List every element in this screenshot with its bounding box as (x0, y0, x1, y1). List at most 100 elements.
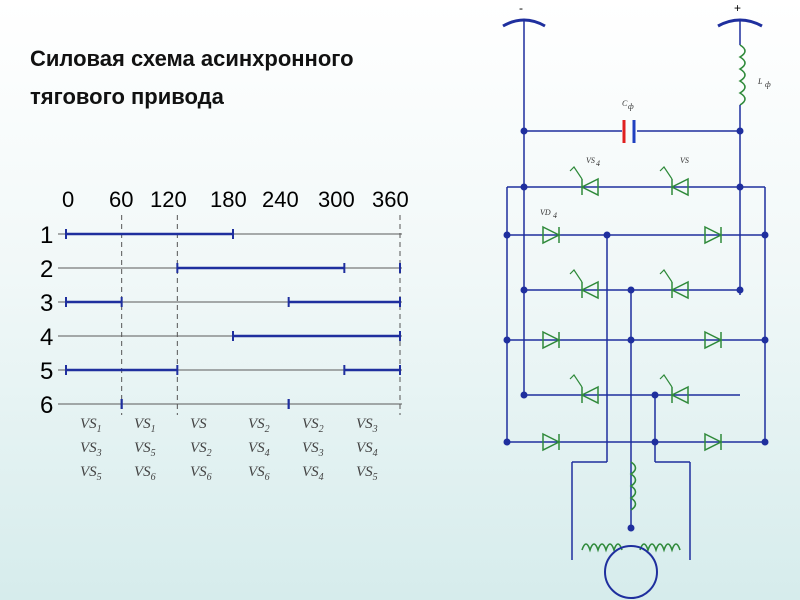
diode-triangle (704, 432, 723, 452)
thyristor-symbol (659, 374, 689, 405)
row-label: 6 (40, 392, 53, 419)
junction-node (603, 231, 611, 239)
plus-terminal-label: + (734, 1, 741, 15)
thyristor-gate (659, 166, 673, 180)
diode-symbol (704, 330, 723, 350)
diode-symbol (542, 225, 561, 245)
thyristor-combo-label: VS2 (302, 416, 324, 435)
thyristor-combo-label: VS (190, 416, 207, 432)
thyristor-triangle (670, 280, 689, 300)
thyristor-combo-label: VS3 (80, 440, 102, 459)
thyristor-combo-label: VS2 (190, 440, 212, 459)
junction-node (736, 286, 744, 294)
junction-node (520, 286, 528, 294)
thyristor-triangle (580, 177, 599, 197)
slide-title: Силовая схема асинхронного тягового прив… (30, 40, 354, 116)
thyristor-combo-label: VS6 (190, 464, 212, 483)
thyristor-label-1: VS (586, 156, 595, 165)
thyristor-triangle (580, 280, 599, 300)
diode-triangle (542, 330, 561, 350)
traction-motor (604, 545, 658, 599)
junction-node (761, 438, 769, 446)
diode-triangle (704, 330, 723, 350)
motor-winding-a (581, 543, 623, 553)
junction-node (520, 391, 528, 399)
row-label: 5 (40, 358, 53, 385)
thyristor-symbol (569, 374, 599, 405)
junction-node (761, 336, 769, 344)
thyristor-combo-label: VS4 (356, 440, 378, 459)
capacitor-sub: ф (628, 102, 634, 111)
junction-node (627, 336, 635, 344)
thyristor-combo-label: VS5 (134, 440, 156, 459)
diode-symbol (542, 330, 561, 350)
junction-node (627, 286, 635, 294)
diode-triangle (542, 225, 561, 245)
thyristor-gate (659, 269, 673, 283)
row-label: 2 (40, 256, 53, 283)
degree-label: 360 (372, 187, 409, 212)
row-label: 1 (40, 222, 53, 249)
diode-triangle (542, 432, 561, 452)
thyristor-triangle (670, 177, 689, 197)
motor-winding-c (639, 543, 681, 553)
thyristor-combo-label: VS4 (302, 464, 324, 483)
title-line-1: Силовая схема асинхронного (30, 46, 354, 71)
degree-label: 240 (262, 187, 299, 212)
degree-label: 300 (318, 187, 355, 212)
thyristor-label-2: VS (680, 156, 689, 165)
thyristor-triangle (580, 385, 599, 405)
thyristor-gate (569, 166, 583, 180)
thyristor-symbol (569, 166, 599, 197)
junction-node (736, 127, 744, 135)
diode-triangle (704, 225, 723, 245)
title-line-2: тягового привода (30, 84, 224, 109)
capacitor-label: C (622, 99, 628, 108)
junction-node (503, 231, 511, 239)
thyristor-triangle (670, 385, 689, 405)
thyristor-combo-label: VS1 (80, 416, 102, 435)
diode-symbol (704, 432, 723, 452)
thyristor-gate (569, 269, 583, 283)
filter-inductor (738, 44, 746, 106)
thyristor-combo-label: VS1 (134, 416, 156, 435)
junction-node (503, 438, 511, 446)
thyristor-combo-label: VS6 (134, 464, 156, 483)
inductor-label: L (757, 77, 763, 86)
thyristor-symbol (659, 166, 689, 197)
thyristor-combo-label: VS5 (356, 464, 378, 483)
diode-symbol (704, 225, 723, 245)
junction-node (761, 231, 769, 239)
thyristor-gate (659, 374, 673, 388)
thyristor-symbol (659, 269, 689, 300)
junction-node (520, 127, 528, 135)
inductor-sub: ф (765, 80, 771, 89)
degree-label: 60 (109, 187, 133, 212)
thyristor-combo-label: VS6 (248, 464, 270, 483)
minus-terminal-label: - (519, 1, 523, 15)
degree-label: 180 (210, 187, 247, 212)
diode-symbol (542, 432, 561, 452)
junction-node (736, 183, 744, 191)
junction-node (651, 438, 659, 446)
junction-node (503, 336, 511, 344)
thyristor-gate (569, 374, 583, 388)
motor-winding-b (629, 461, 637, 511)
degree-label: 0 (62, 187, 74, 212)
thyristor-combo-label: VS3 (302, 440, 324, 459)
thyristor-combo-label: VS4 (248, 440, 270, 459)
thyristor-combo-label: VS2 (248, 416, 270, 435)
diode-label-1: VD (540, 208, 551, 217)
thyristor-symbol (569, 269, 599, 300)
junction-node (520, 183, 528, 191)
thyristor-sub-1: 4 (596, 159, 600, 168)
degree-label: 120 (150, 187, 187, 212)
thyristor-combo-label: VS3 (356, 416, 378, 435)
junction-node (627, 524, 635, 532)
junction-node (651, 391, 659, 399)
row-label: 4 (40, 324, 53, 351)
row-label: 3 (40, 290, 53, 317)
diode-sub-1: 4 (553, 211, 557, 220)
